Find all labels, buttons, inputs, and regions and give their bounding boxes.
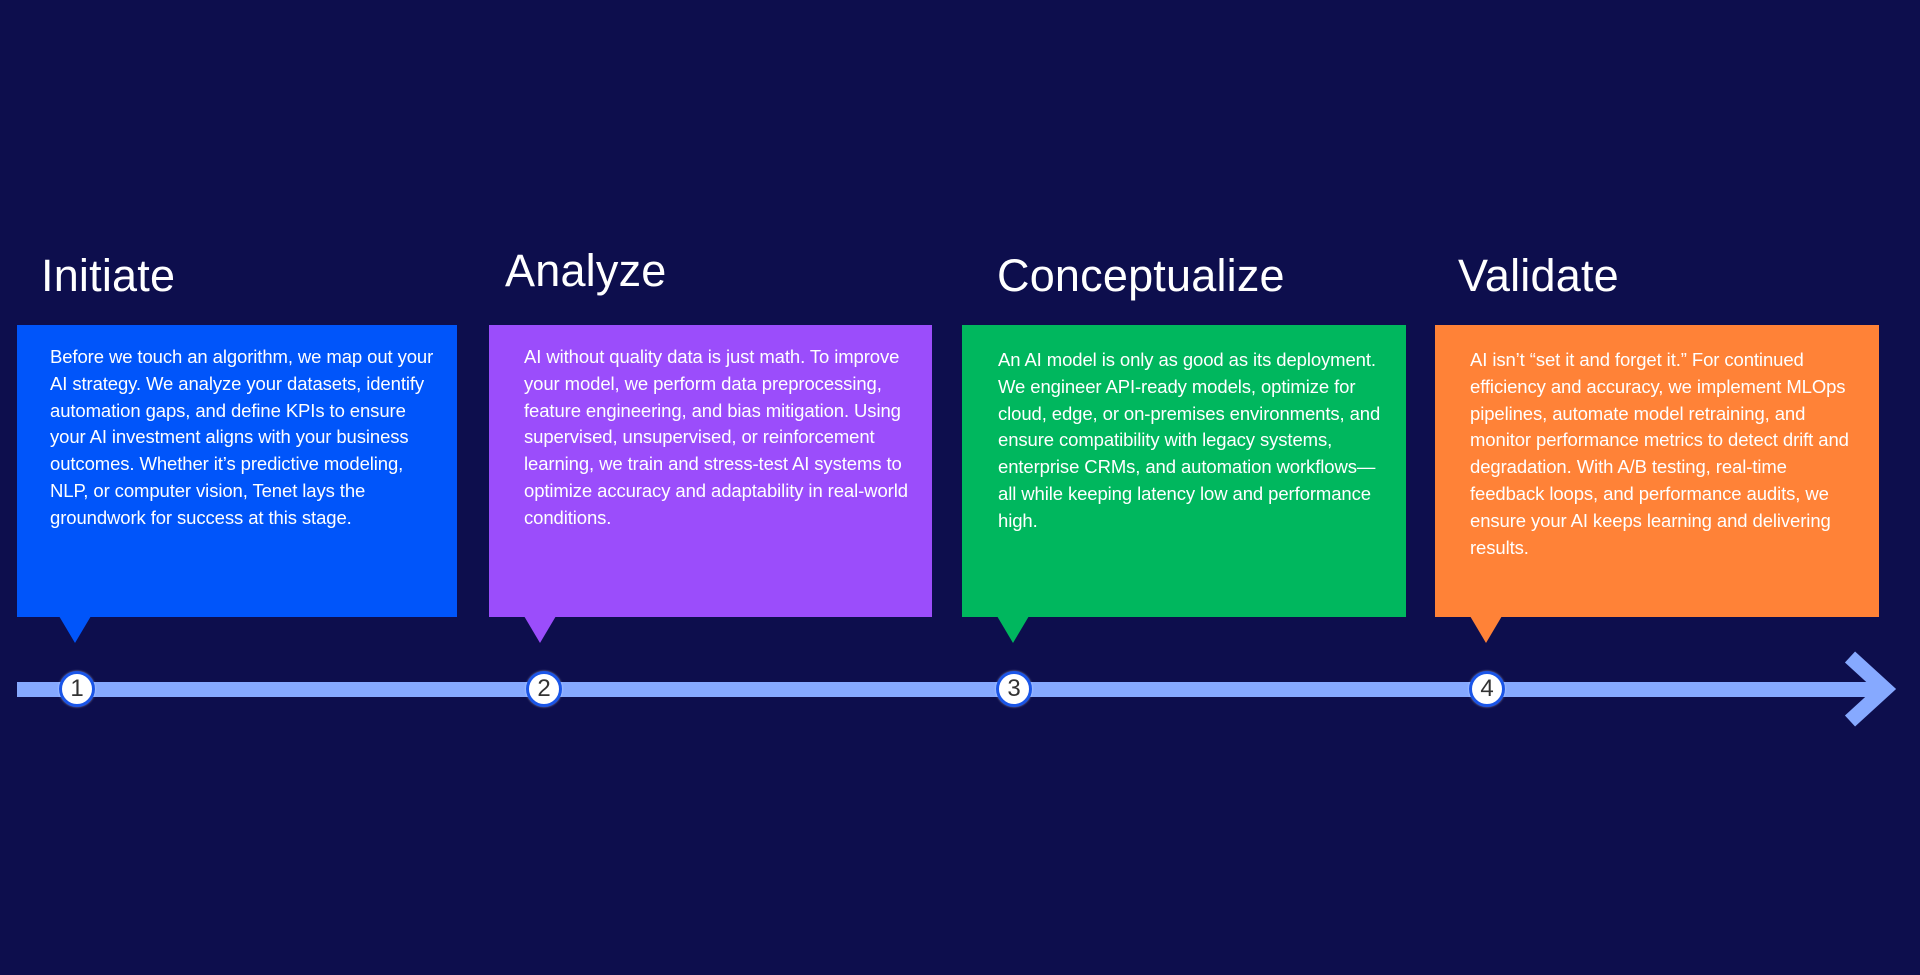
step-3-title: Conceptualize xyxy=(997,250,1285,301)
timeline-bar xyxy=(17,682,1877,697)
step-1-marker: 1 xyxy=(59,671,95,707)
step-2-card: AI without quality data is just math. To… xyxy=(489,325,932,617)
step-2-title: Analyze xyxy=(505,245,667,296)
step-4-card: AI isn’t “set it and forget it.” For con… xyxy=(1435,325,1879,617)
arrow-right-icon xyxy=(1844,651,1897,727)
step-1-title: Initiate xyxy=(41,250,176,301)
step-4-description: AI isn’t “set it and forget it.” For con… xyxy=(1470,349,1849,558)
step-4-title: Validate xyxy=(1458,250,1619,301)
step-1-description: Before we touch an algorithm, we map out… xyxy=(50,346,434,528)
step-2-marker: 2 xyxy=(526,671,562,707)
step-1-card: Before we touch an algorithm, we map out… xyxy=(17,325,457,617)
step-4-marker: 4 xyxy=(1469,671,1505,707)
step-3-card: An AI model is only as good as its deplo… xyxy=(962,325,1406,617)
step-3-marker: 3 xyxy=(996,671,1032,707)
step-3-pointer-icon xyxy=(997,616,1029,643)
step-2-description: AI without quality data is just math. To… xyxy=(524,346,908,528)
step-2-pointer-icon xyxy=(524,616,556,643)
step-3-description: An AI model is only as good as its deplo… xyxy=(998,349,1381,531)
step-4-pointer-icon xyxy=(1470,616,1502,643)
step-1-pointer-icon xyxy=(59,616,91,643)
